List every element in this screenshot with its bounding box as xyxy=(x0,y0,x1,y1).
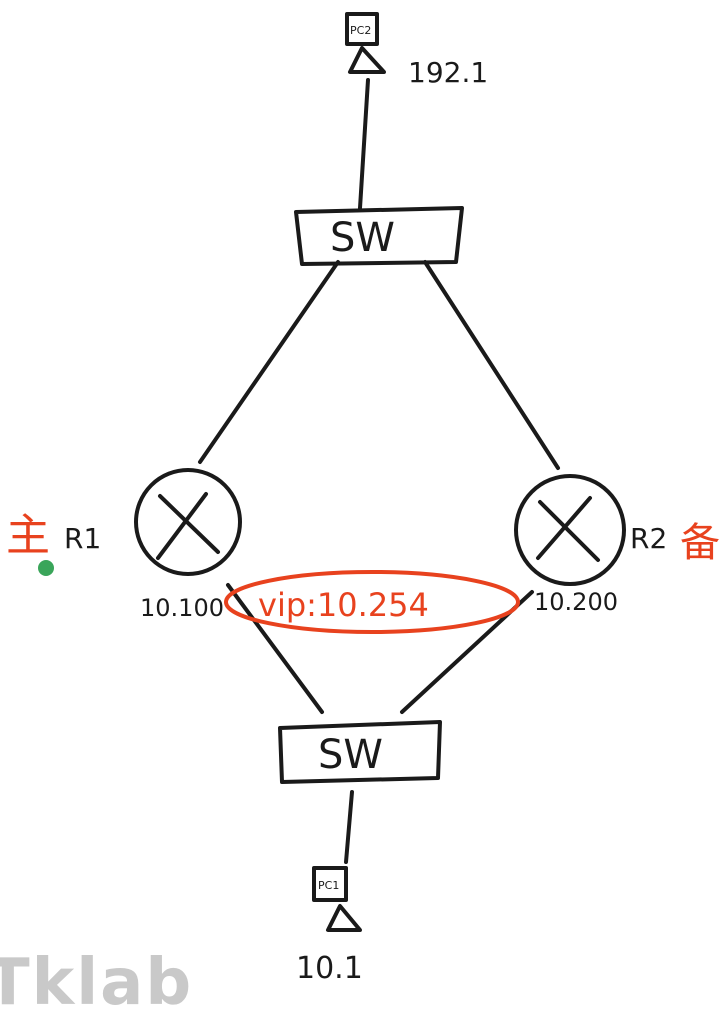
network-diagram: PC2 192.1 SW R1 10.100 主 R2 10.200 备 vip… xyxy=(6,12,720,986)
bottom-switch-box xyxy=(278,720,442,784)
watermark: Tklab xyxy=(0,946,194,1020)
cursor-dot-icon xyxy=(38,560,54,576)
diagram-canvas: PC2 192.1 SW R1 10.100 主 R2 10.200 备 vip… xyxy=(0,12,720,1020)
top-switch-box xyxy=(294,206,464,266)
link-switch-r2 xyxy=(423,260,560,470)
pc1-ip: 10.1 xyxy=(296,951,363,986)
router-r1-icon xyxy=(134,468,242,576)
pc2-ip: 192.1 xyxy=(408,56,488,89)
pc2-base-icon xyxy=(348,46,386,74)
vip-annotation: vip:10.254 xyxy=(224,570,520,634)
top-switch-node: SW xyxy=(294,206,464,266)
link-switch-pc1 xyxy=(344,790,354,864)
router-r2-label: R2 xyxy=(630,522,667,555)
vip-ellipse xyxy=(224,570,520,634)
router-r2-role: 备 xyxy=(680,520,720,566)
pc2-label: PC2 xyxy=(350,24,371,37)
pc2-monitor-icon xyxy=(345,12,379,46)
bottom-switch-label: SW xyxy=(318,732,383,778)
link-r1-switch xyxy=(226,583,324,714)
pc2-node: PC2 192.1 xyxy=(345,12,488,89)
link-switch-r1 xyxy=(198,260,340,464)
router-r2-node: R2 10.200 备 xyxy=(514,474,720,616)
router-r1-role: 主 xyxy=(6,510,50,561)
pc1-label: PC1 xyxy=(318,879,339,892)
pc1-base-icon xyxy=(326,904,362,932)
router-r1-node: R1 10.100 主 xyxy=(6,468,242,622)
pc1-node: PC1 10.1 xyxy=(296,866,363,986)
top-switch-label: SW xyxy=(330,215,395,261)
vip-label: vip:10.254 xyxy=(258,586,429,624)
router-r1-label: R1 xyxy=(64,522,101,555)
pc1-monitor-icon xyxy=(312,866,348,902)
router-r1-ip: 10.100 xyxy=(140,594,224,622)
router-r2-icon xyxy=(514,474,626,586)
link-pc2-switch xyxy=(358,78,370,210)
router-r2-ip: 10.200 xyxy=(534,588,618,616)
bottom-switch-node: SW xyxy=(278,720,442,784)
